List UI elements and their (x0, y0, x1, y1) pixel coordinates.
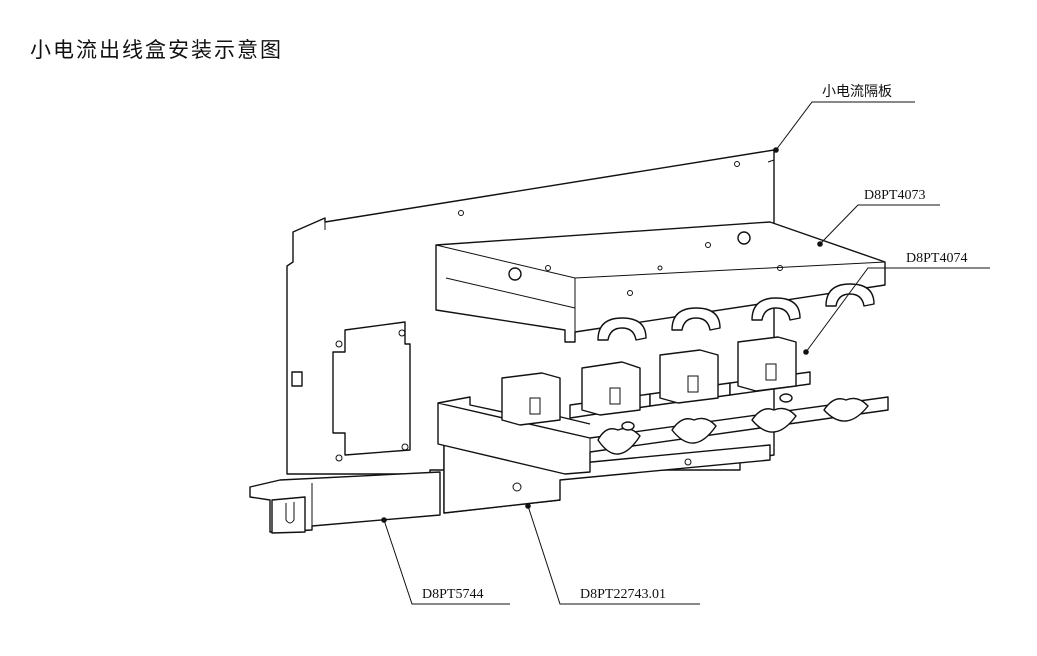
lower-tray (437, 336, 889, 475)
diagram-title: 小电流出线盒安装示意图 (30, 38, 283, 62)
leader-front-plate: D8PT22743.01 (525, 503, 700, 605)
leader-top-cover: D8PT4073 (817, 188, 940, 247)
leader-mid-part: D8PT4074 (803, 251, 990, 355)
leader-partition: 小电流隔板 (773, 84, 915, 153)
label-partition: 小电流隔板 (822, 84, 892, 100)
label-front-plate: D8PT22743.01 (580, 587, 666, 602)
label-mid-part: D8PT4074 (906, 251, 967, 266)
left-bracket (249, 471, 441, 534)
label-left-bracket: D8PT5744 (422, 587, 483, 602)
leader-left-bracket: D8PT5744 (381, 517, 510, 605)
top-cover (435, 221, 886, 343)
label-top-cover: D8PT4073 (864, 188, 925, 203)
